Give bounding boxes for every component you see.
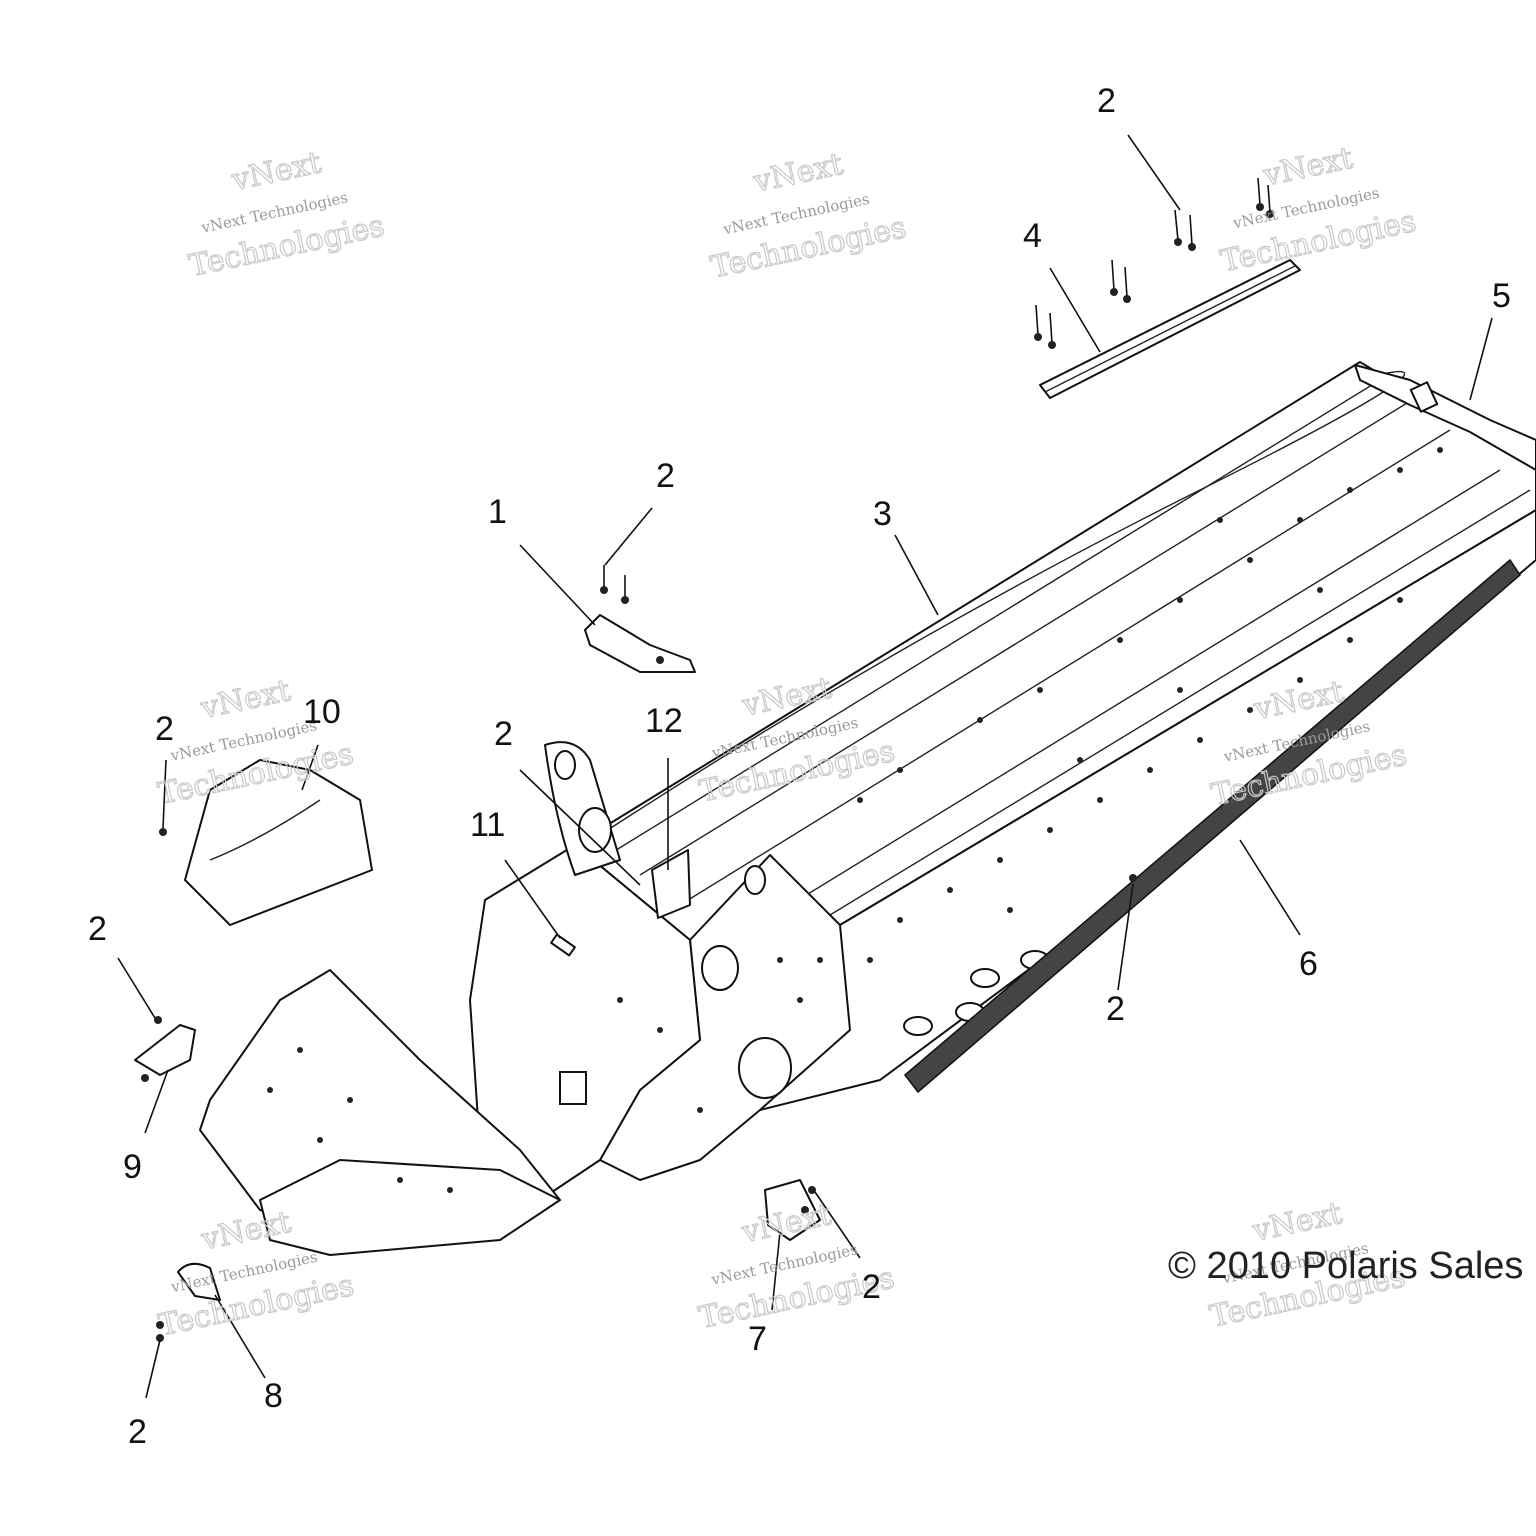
callout-4: 4 <box>1023 217 1042 255</box>
callout-8: 8 <box>264 1377 283 1415</box>
callout-2-left: 2 <box>88 910 107 948</box>
callout-12: 12 <box>645 702 683 740</box>
callout-2-mid: 2 <box>494 715 513 753</box>
callout-2-top: 2 <box>1097 82 1116 120</box>
stud-part-11 <box>550 933 576 957</box>
callout-2-bottom: 2 <box>128 1413 147 1451</box>
rear-bumper <box>1354 364 1536 471</box>
svg-text:vNext: vNext <box>1260 141 1356 194</box>
watermark-2: vNext vNext Technologies Technologies <box>707 146 910 286</box>
panel-part-10 <box>184 759 373 926</box>
bracket-part-1 <box>584 614 696 673</box>
svg-text:vNext: vNext <box>228 145 324 198</box>
svg-text:vNext: vNext <box>738 1197 834 1250</box>
mount-part-8 <box>177 1262 221 1301</box>
fasteners <box>141 177 1274 1342</box>
callout-1: 1 <box>488 493 507 531</box>
callout-5: 5 <box>1492 277 1511 315</box>
callout-2-part10: 2 <box>155 710 174 748</box>
callout-labels: 2 4 5 2 1 3 2 10 2 12 11 2 9 6 2 2 7 8 2 <box>88 82 1511 1451</box>
leader-lines <box>117 134 1493 1399</box>
plate-part-12 <box>651 849 691 919</box>
bracket-part-9 <box>134 1024 196 1076</box>
callout-10: 10 <box>303 693 341 731</box>
svg-text:vNext: vNext <box>198 1205 294 1258</box>
running-board-rail <box>903 558 1521 1094</box>
callout-3: 3 <box>873 495 892 533</box>
callout-11: 11 <box>470 806 505 844</box>
callout-7: 7 <box>748 1320 767 1358</box>
svg-text:vNext: vNext <box>197 673 293 726</box>
callout-2-right: 2 <box>1106 990 1125 1028</box>
svg-text:vNext: vNext <box>750 147 846 200</box>
front-cross-member <box>259 1159 561 1256</box>
front-bulkhead <box>199 741 851 1256</box>
tunnel-deck-holes <box>857 447 1443 803</box>
plate-part-7 <box>764 1179 821 1241</box>
watermark-3: vNext vNext Technologies Technologies <box>1217 140 1420 280</box>
callout-2-bracket1: 2 <box>656 457 675 495</box>
callout-2-part7: 2 <box>862 1268 881 1306</box>
tunnel-side-holes <box>867 587 1403 963</box>
bulkhead-inner <box>469 844 701 1201</box>
watermark-1: vNext vNext Technologies Technologies <box>185 145 388 285</box>
watermark-8: vNext vNext Technologies Technologies <box>695 1197 898 1337</box>
callout-9: 9 <box>123 1148 142 1186</box>
callout-6: 6 <box>1299 945 1318 983</box>
svg-text:vNext: vNext <box>1249 1196 1345 1249</box>
copyright-notice: © 2010 Polaris Sales Inc. <box>1168 1245 1536 1287</box>
tunnel-assembly <box>574 361 1536 1111</box>
